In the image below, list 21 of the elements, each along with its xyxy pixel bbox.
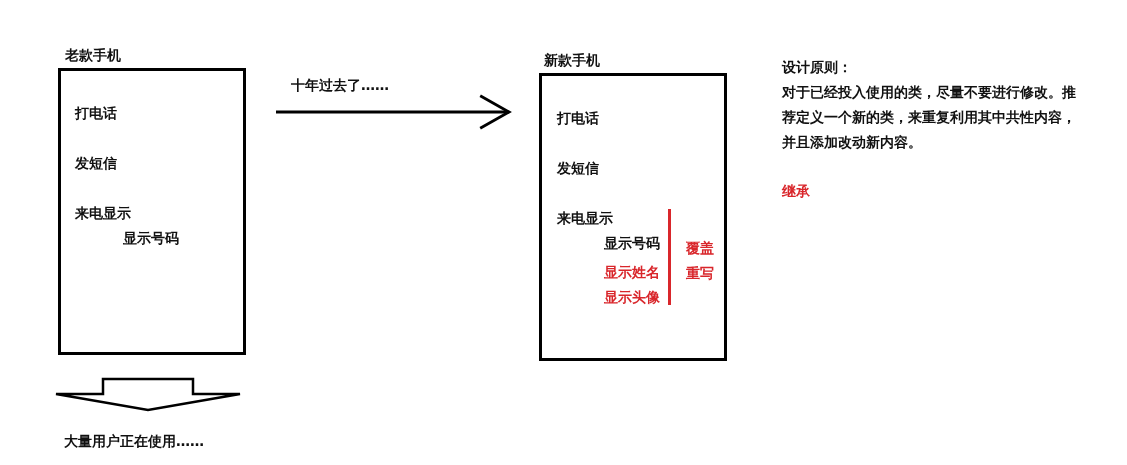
heading: 新款手机 xyxy=(544,51,600,69)
feature-text: 来电显示 xyxy=(75,204,131,222)
feature-text: 显示号码 xyxy=(604,234,660,252)
label-text: 重写 xyxy=(686,264,714,282)
heading: 老款手机 xyxy=(65,46,121,64)
feature-text: 打电话 xyxy=(75,104,117,122)
feature-text: 发短信 xyxy=(75,154,117,172)
note-text: 大量用户正在使用…… xyxy=(64,432,204,450)
feature-text: 发短信 xyxy=(557,159,599,177)
edge-label: 十年过去了…… xyxy=(291,76,389,94)
arrow xyxy=(276,94,511,130)
feature-text: 显示号码 xyxy=(123,229,179,247)
note-paragraph: 对于已经投入使用的类，尽量不要进行修改。推荐定义一个新的类，来重复利用其中共性内容，并且添加改动新内容。 xyxy=(782,83,1077,152)
label-text: 设计原则： xyxy=(782,58,852,76)
block-arrow xyxy=(54,377,242,412)
label-text: 覆盖 xyxy=(686,239,714,257)
feature-text: 显示头像 xyxy=(604,288,660,306)
feature-text: 打电话 xyxy=(557,109,599,127)
feature-text: 显示姓名 xyxy=(604,263,660,281)
label-text: 继承 xyxy=(782,182,810,200)
feature-text: 来电显示 xyxy=(557,209,613,227)
